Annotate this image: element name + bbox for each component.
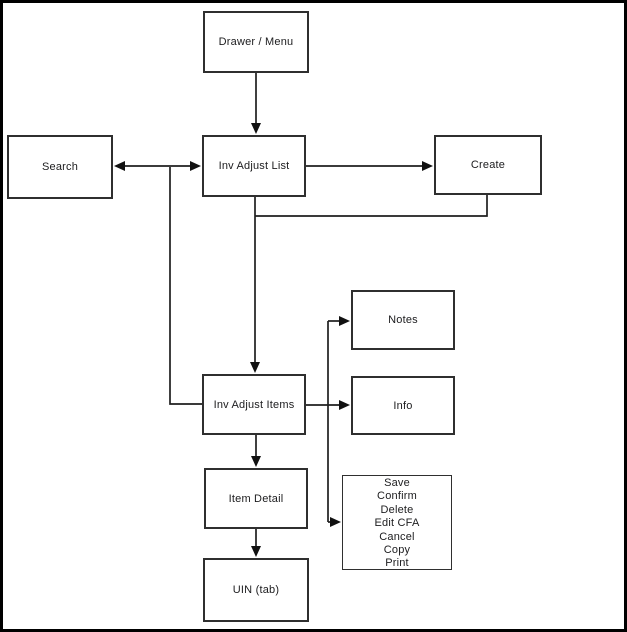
node-uin-tab-label: UIN (tab) (232, 584, 280, 596)
action-print: Print (385, 557, 409, 570)
node-item-detail-label: Item Detail (228, 492, 284, 505)
connector-drawer-to-list (251, 73, 261, 134)
node-search: Search (7, 135, 113, 199)
action-delete: Delete (380, 503, 414, 516)
connector-branch-to-actions (328, 517, 341, 527)
node-create: Create (434, 135, 542, 195)
action-save: Save (384, 477, 410, 489)
connector-branch-to-notes (328, 316, 350, 326)
connector-create-elbow (255, 195, 488, 217)
action-edit-cfa: Edit CFA (374, 517, 420, 530)
node-drawer-menu: Drawer / Menu (203, 11, 309, 73)
node-inv-adjust-items-label: Inv Adjust Items (213, 398, 295, 411)
node-search-label: Search (41, 161, 79, 173)
node-drawer-menu-label: Drawer / Menu (218, 36, 294, 48)
connector-items-to-detail (251, 435, 261, 467)
flowchart-connectors (114, 73, 488, 557)
node-item-detail: Item Detail (204, 468, 308, 529)
node-inv-adjust-list-label: Inv Adjust List (218, 160, 290, 172)
node-inv-adjust-list: Inv Adjust List (202, 135, 306, 197)
action-confirm: Confirm (377, 490, 417, 503)
connector-list-to-create (306, 161, 433, 171)
action-copy: Copy (383, 544, 411, 557)
node-create-label: Create (470, 159, 506, 171)
connector-items-to-info (306, 400, 350, 410)
node-info: Info (351, 376, 455, 435)
node-info-label: Info (393, 399, 413, 412)
node-uin-tab: UIN (tab) (203, 558, 309, 622)
action-cancel: Cancel (379, 530, 415, 543)
node-notes: Notes (351, 290, 455, 350)
connector-detail-to-uin (251, 529, 261, 557)
connector-list-to-items (250, 197, 260, 373)
node-notes-label: Notes (388, 314, 418, 326)
node-inv-adjust-items: Inv Adjust Items (202, 374, 306, 435)
connector-search-list-double-arrow (114, 161, 201, 171)
node-actions-list: Save Confirm Delete Edit CFA Cancel Copy… (342, 475, 452, 570)
connector-search-branch-to-items (169, 167, 202, 405)
